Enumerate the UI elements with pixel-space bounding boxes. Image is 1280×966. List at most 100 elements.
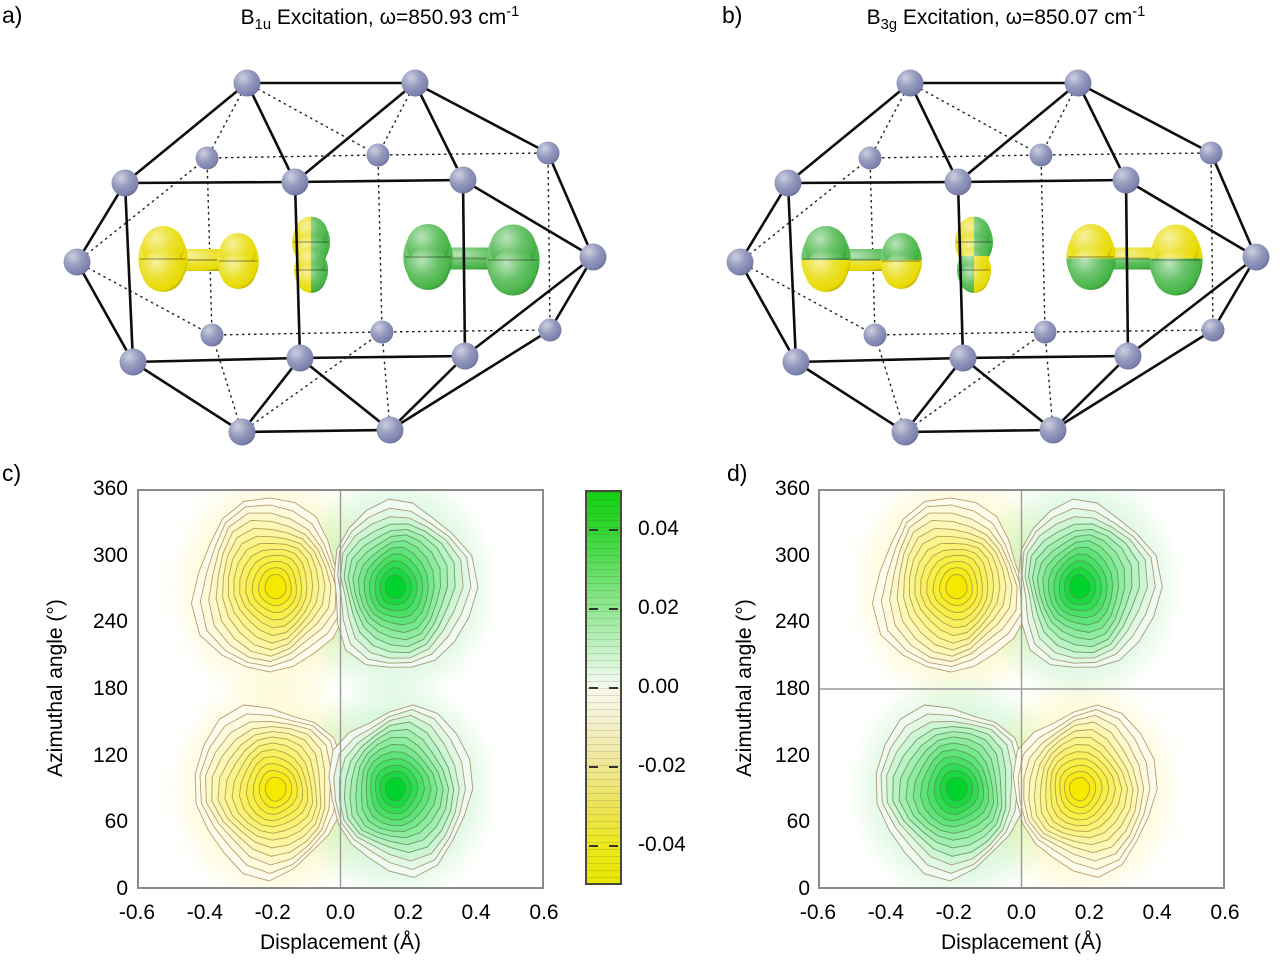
contour-lobe-negative bbox=[1012, 704, 1158, 878]
lobe-phase-negative bbox=[138, 225, 259, 293]
cage-front-bonds bbox=[75, 81, 595, 434]
atom-sphere bbox=[1199, 141, 1223, 165]
atom-sphere bbox=[1029, 143, 1053, 167]
colorbar-tick-label: 0.04 bbox=[638, 516, 679, 540]
atom-sphere bbox=[366, 143, 390, 167]
atom-sphere bbox=[858, 146, 882, 170]
y-tick-label: 0 bbox=[798, 877, 810, 900]
atom-sphere bbox=[1201, 318, 1225, 342]
phonon-displacement-lobes bbox=[138, 216, 540, 296]
atom-sphere bbox=[726, 248, 754, 276]
x-axis-label: Displacement (Å) bbox=[940, 931, 1103, 954]
x-tick-label: 0.2 bbox=[1074, 901, 1104, 924]
cage-atoms bbox=[63, 69, 607, 446]
colorbar-tick-dash bbox=[589, 528, 598, 531]
lobe-phase-positive bbox=[403, 223, 540, 296]
atom-sphere bbox=[111, 169, 139, 197]
panel-d-letter: d) bbox=[727, 460, 748, 486]
x-tick-label: -0.4 bbox=[186, 901, 223, 924]
atom-sphere bbox=[1033, 320, 1057, 344]
contour-lobe-negative bbox=[190, 497, 347, 673]
x-axis-label: Displacement (Å) bbox=[259, 931, 422, 954]
colorbar-tick-dash bbox=[609, 686, 618, 689]
x-tick-label: -0.4 bbox=[867, 901, 904, 924]
atom-sphere bbox=[782, 348, 810, 376]
atom-sphere bbox=[119, 348, 147, 376]
molecular-structure-b1u bbox=[63, 69, 607, 446]
atom-sphere bbox=[944, 168, 972, 196]
atom-sphere bbox=[774, 169, 802, 197]
x-tick-label: -0.2 bbox=[254, 901, 291, 924]
y-tick-label: 360 bbox=[774, 477, 810, 500]
atom-sphere bbox=[233, 69, 261, 97]
atom-sphere bbox=[1112, 166, 1140, 194]
atom-sphere bbox=[1242, 243, 1270, 271]
colorbar-tick-dash bbox=[609, 607, 618, 610]
lobe-phase-negative bbox=[801, 260, 922, 293]
y-tick-label: 300 bbox=[92, 543, 128, 567]
colorbar-tick-dash bbox=[589, 607, 598, 610]
atom-sphere bbox=[195, 146, 219, 170]
atom-sphere bbox=[579, 243, 607, 271]
atom-sphere bbox=[63, 248, 91, 276]
y-tick-label: 180 bbox=[92, 677, 128, 700]
atom-sphere bbox=[538, 318, 562, 342]
colorbar-tick-label: 0.02 bbox=[638, 595, 679, 619]
y-tick-label: 180 bbox=[774, 677, 810, 700]
contour-lobe-negative bbox=[871, 497, 1028, 673]
contour-lobe-negative bbox=[194, 704, 344, 882]
atom-sphere bbox=[449, 166, 477, 194]
atom-sphere bbox=[896, 69, 924, 97]
atom-sphere bbox=[370, 320, 394, 344]
colorbar-tick-label: 0.00 bbox=[638, 674, 679, 698]
y-tick-label: 60 bbox=[786, 810, 810, 834]
y-tick-label: 60 bbox=[104, 810, 128, 834]
x-tick-label: 0.4 bbox=[461, 901, 491, 924]
contour-lobe-positive bbox=[328, 704, 474, 878]
y-tick-label: 240 bbox=[92, 610, 128, 634]
cage-front-bonds bbox=[738, 81, 1258, 434]
atom-sphere bbox=[286, 344, 314, 372]
phonon-displacement-lobes bbox=[801, 216, 1203, 296]
colorbar-tick-dash bbox=[609, 765, 618, 768]
panel-a-title-sub: 1u bbox=[254, 17, 272, 34]
atom-sphere bbox=[376, 416, 404, 444]
atom-sphere bbox=[200, 323, 224, 347]
atom-sphere bbox=[281, 168, 309, 196]
x-tick-label: -0.6 bbox=[118, 901, 156, 924]
panel-a-title-text: Excitation, ω=850.93 cm bbox=[271, 6, 507, 29]
y-axis-label: Azimuthal angle (°) bbox=[733, 599, 756, 777]
atom-sphere bbox=[228, 418, 256, 446]
atom-sphere bbox=[1064, 69, 1092, 97]
y-tick-label: 0 bbox=[116, 877, 128, 900]
lobe-phase-positive bbox=[1066, 258, 1203, 296]
lobe-phase-positive bbox=[974, 216, 993, 256]
atom-sphere bbox=[536, 141, 560, 165]
x-tick-label: 0.0 bbox=[1006, 901, 1037, 924]
atom-sphere bbox=[401, 69, 429, 97]
y-tick-label: 360 bbox=[92, 477, 128, 500]
contour-lobe-positive bbox=[333, 498, 479, 668]
atom-sphere bbox=[891, 418, 919, 446]
panel-b-title: B3g Excitation, ω=850.07 cm-1 bbox=[726, 4, 1280, 33]
colorbar-tick-label: -0.02 bbox=[638, 753, 686, 777]
atom-sphere bbox=[949, 344, 977, 372]
atom-sphere bbox=[451, 342, 479, 370]
contour-plot-c bbox=[137, 489, 544, 889]
x-tick-label: -0.6 bbox=[799, 901, 837, 924]
x-tick-label: 0.4 bbox=[1142, 901, 1172, 924]
y-tick-label: 300 bbox=[774, 543, 810, 567]
x-tick-label: 0.6 bbox=[529, 901, 559, 924]
colorbar-tick-dash bbox=[609, 528, 618, 531]
atom-sphere bbox=[1114, 342, 1142, 370]
panel-b-title-element: B bbox=[866, 6, 881, 29]
atom-sphere bbox=[863, 323, 887, 347]
y-axis-label: Azimuthal angle (°) bbox=[44, 599, 67, 777]
contour-lobe-positive bbox=[1018, 498, 1163, 668]
y-tick-label: 120 bbox=[92, 743, 128, 767]
colorbar-tick-dash bbox=[589, 765, 598, 768]
cage-atoms bbox=[726, 69, 1270, 446]
panel-b-title-sup: -1 bbox=[1132, 4, 1146, 20]
lobe-phase-positive bbox=[311, 216, 330, 293]
